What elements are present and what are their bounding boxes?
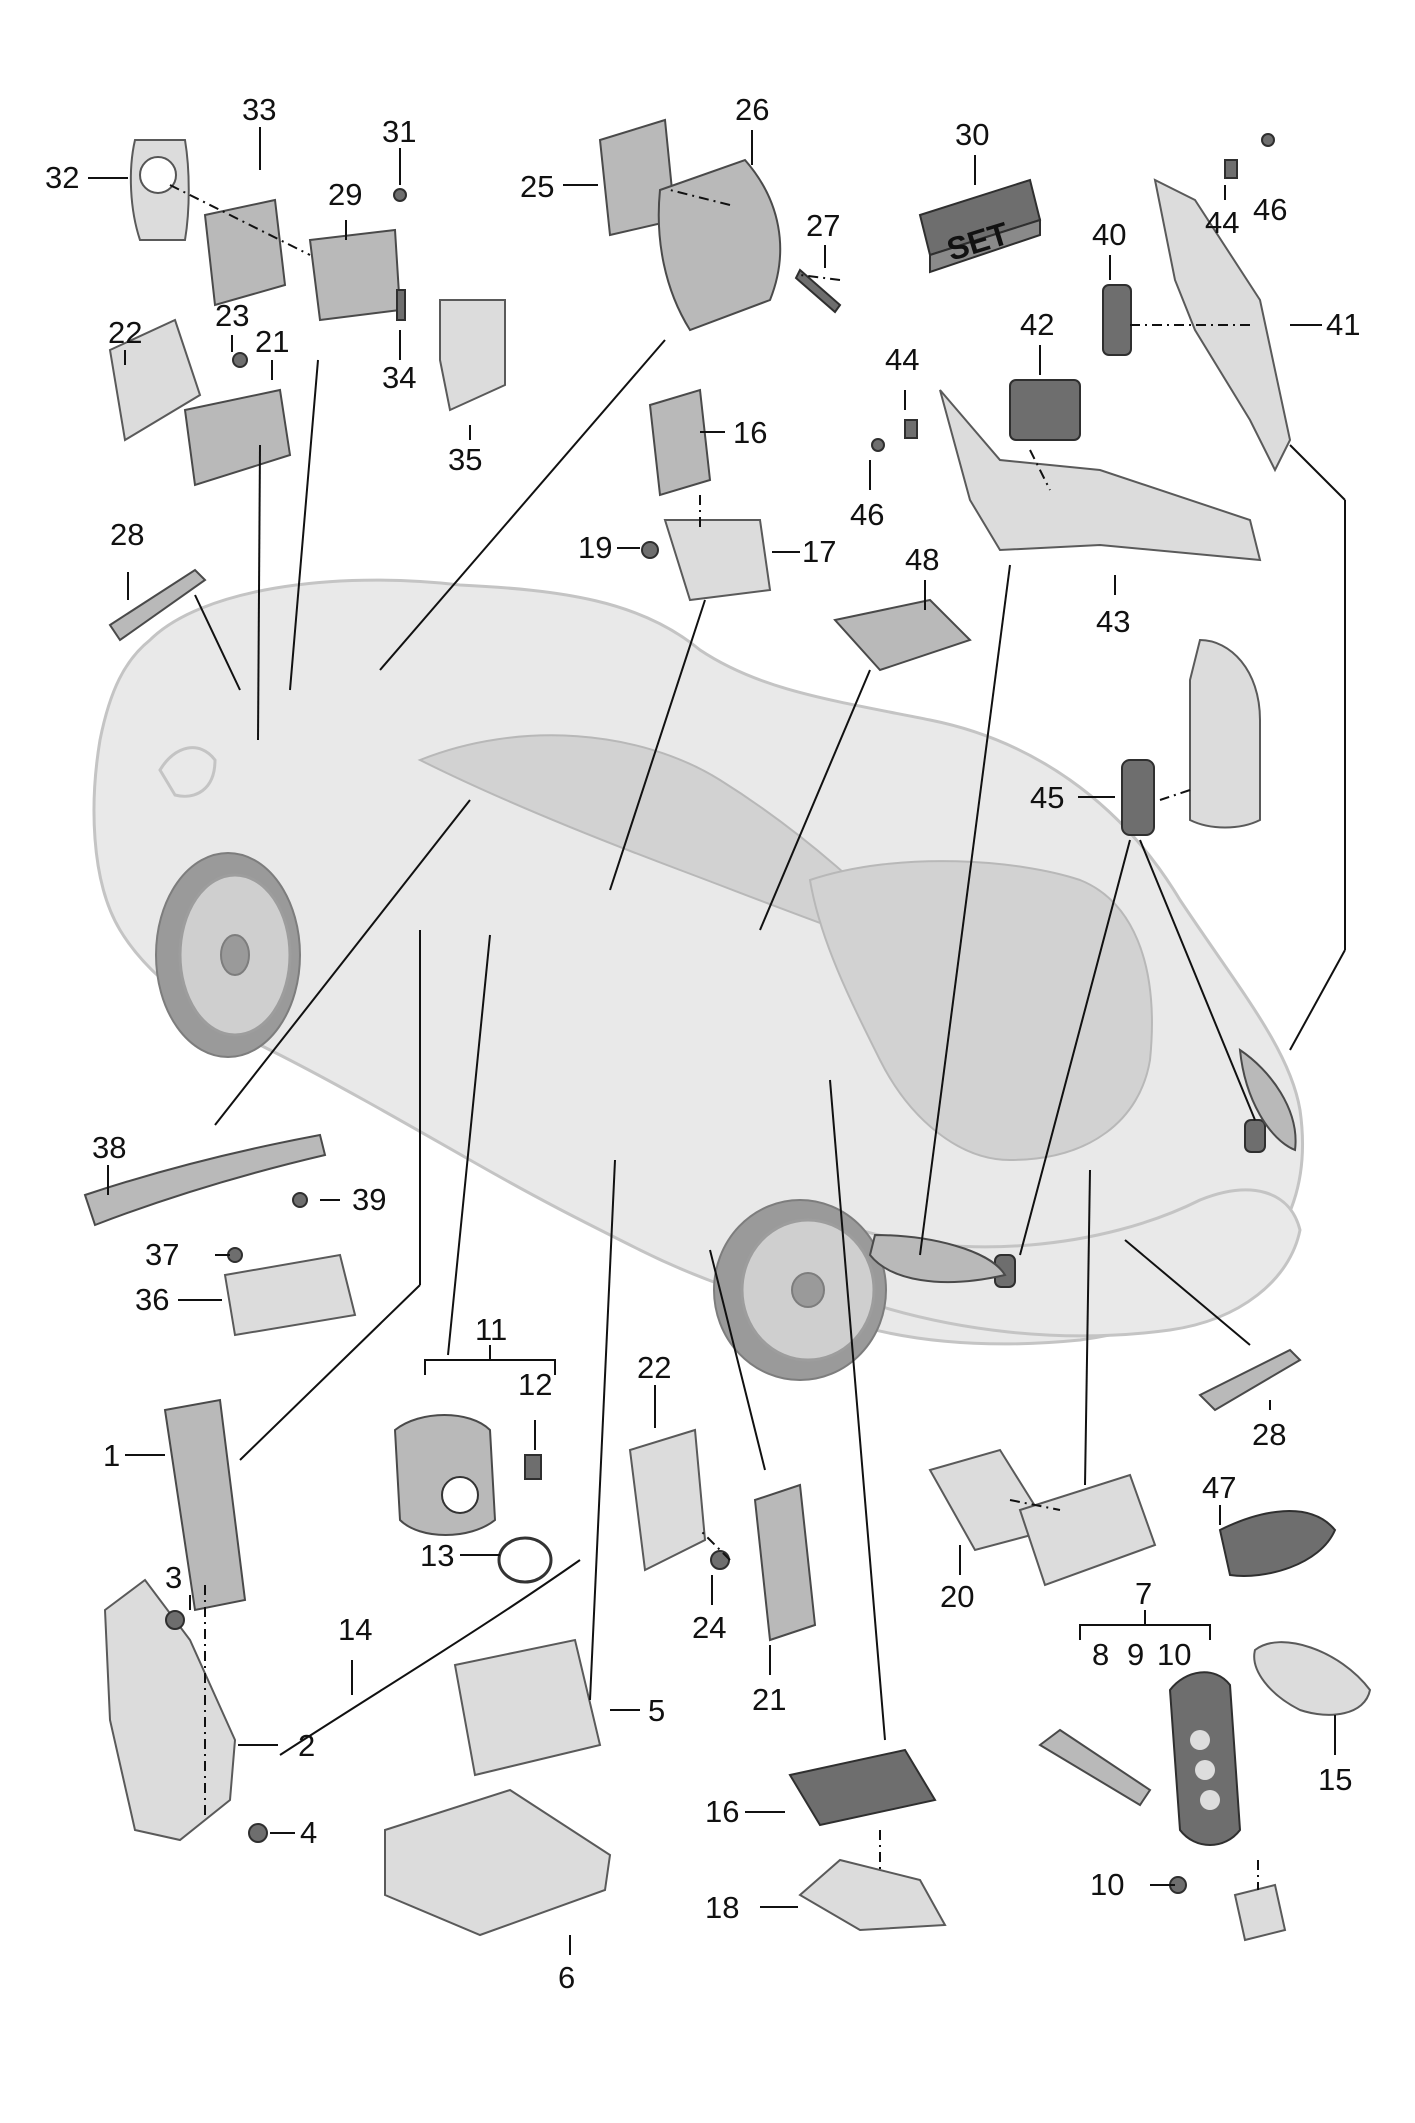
callout-15: 15: [1318, 1762, 1352, 1797]
callout-3: 3: [165, 1560, 182, 1595]
callout-22-top: 22: [108, 315, 142, 350]
callout-2: 2: [298, 1728, 315, 1763]
callout-18: 18: [705, 1890, 739, 1925]
callout-38: 38: [92, 1130, 126, 1165]
callout-46-mid: 46: [850, 497, 884, 532]
callout-26: 26: [735, 92, 769, 127]
callout-37: 37: [145, 1237, 179, 1272]
callout-28-right: 28: [1252, 1417, 1286, 1452]
callout-41: 41: [1326, 307, 1360, 342]
callout-4: 4: [300, 1815, 317, 1850]
callout-24: 24: [692, 1610, 726, 1645]
front-wheel: [155, 852, 301, 1058]
callout-8: 8: [1092, 1637, 1109, 1672]
callout-21-mid: 21: [752, 1682, 786, 1717]
callout-10-plate: 10: [1090, 1867, 1124, 1902]
callout-12: 12: [518, 1367, 552, 1402]
callout-44-right: 44: [1205, 205, 1239, 240]
callout-23: 23: [215, 298, 249, 333]
callout-29: 29: [328, 177, 362, 212]
callout-17: 17: [802, 534, 836, 569]
car-illustration: [92, 578, 1304, 1381]
callout-16-top: 16: [733, 415, 767, 450]
leader-lines: [88, 127, 1336, 1955]
callout-6: 6: [558, 1960, 575, 1995]
callout-34: 34: [382, 360, 416, 395]
callout-30: 30: [955, 117, 989, 152]
callout-45: 45: [1030, 780, 1064, 815]
callout-13: 13: [420, 1538, 454, 1573]
callout-36: 36: [135, 1282, 169, 1317]
set-box: SET: [918, 178, 1042, 274]
rear-wheel: [713, 1199, 887, 1381]
callout-42: 42: [1020, 307, 1054, 342]
callout-10-fob: 10: [1157, 1637, 1191, 1672]
callout-47: 47: [1202, 1470, 1236, 1505]
callout-46-right: 46: [1253, 192, 1287, 227]
callout-22-mid: 22: [637, 1350, 671, 1385]
callout-48: 48: [905, 542, 939, 577]
callout-9: 9: [1127, 1637, 1144, 1672]
assembly-lines: [169, 184, 1259, 1890]
part-shapes: SET: [83, 118, 1372, 1942]
callout-31: 31: [382, 114, 416, 149]
callout-27: 27: [806, 208, 840, 243]
callout-21-top: 21: [255, 324, 289, 359]
callout-20: 20: [940, 1579, 974, 1614]
callout-40: 40: [1092, 217, 1126, 252]
callout-16-bottom: 16: [705, 1794, 739, 1829]
callout-43: 43: [1096, 604, 1130, 639]
callout-14: 14: [338, 1612, 372, 1647]
callout-33: 33: [242, 92, 276, 127]
callout-35: 35: [448, 442, 482, 477]
callout-labels: 32 33 31 29 34 35 22 23 21 28 25 26 27 3…: [45, 92, 1360, 1995]
callout-44-mid: 44: [885, 342, 919, 377]
callout-28-left: 28: [110, 517, 144, 552]
callout-39: 39: [352, 1182, 386, 1217]
callout-11: 11: [475, 1312, 507, 1347]
callout-1: 1: [103, 1438, 120, 1473]
callout-25: 25: [520, 169, 554, 204]
callout-5: 5: [648, 1693, 665, 1728]
callout-7: 7: [1135, 1576, 1152, 1611]
callout-19: 19: [578, 530, 612, 565]
callout-32: 32: [45, 160, 79, 195]
car-leader-lines: [194, 339, 1346, 1741]
